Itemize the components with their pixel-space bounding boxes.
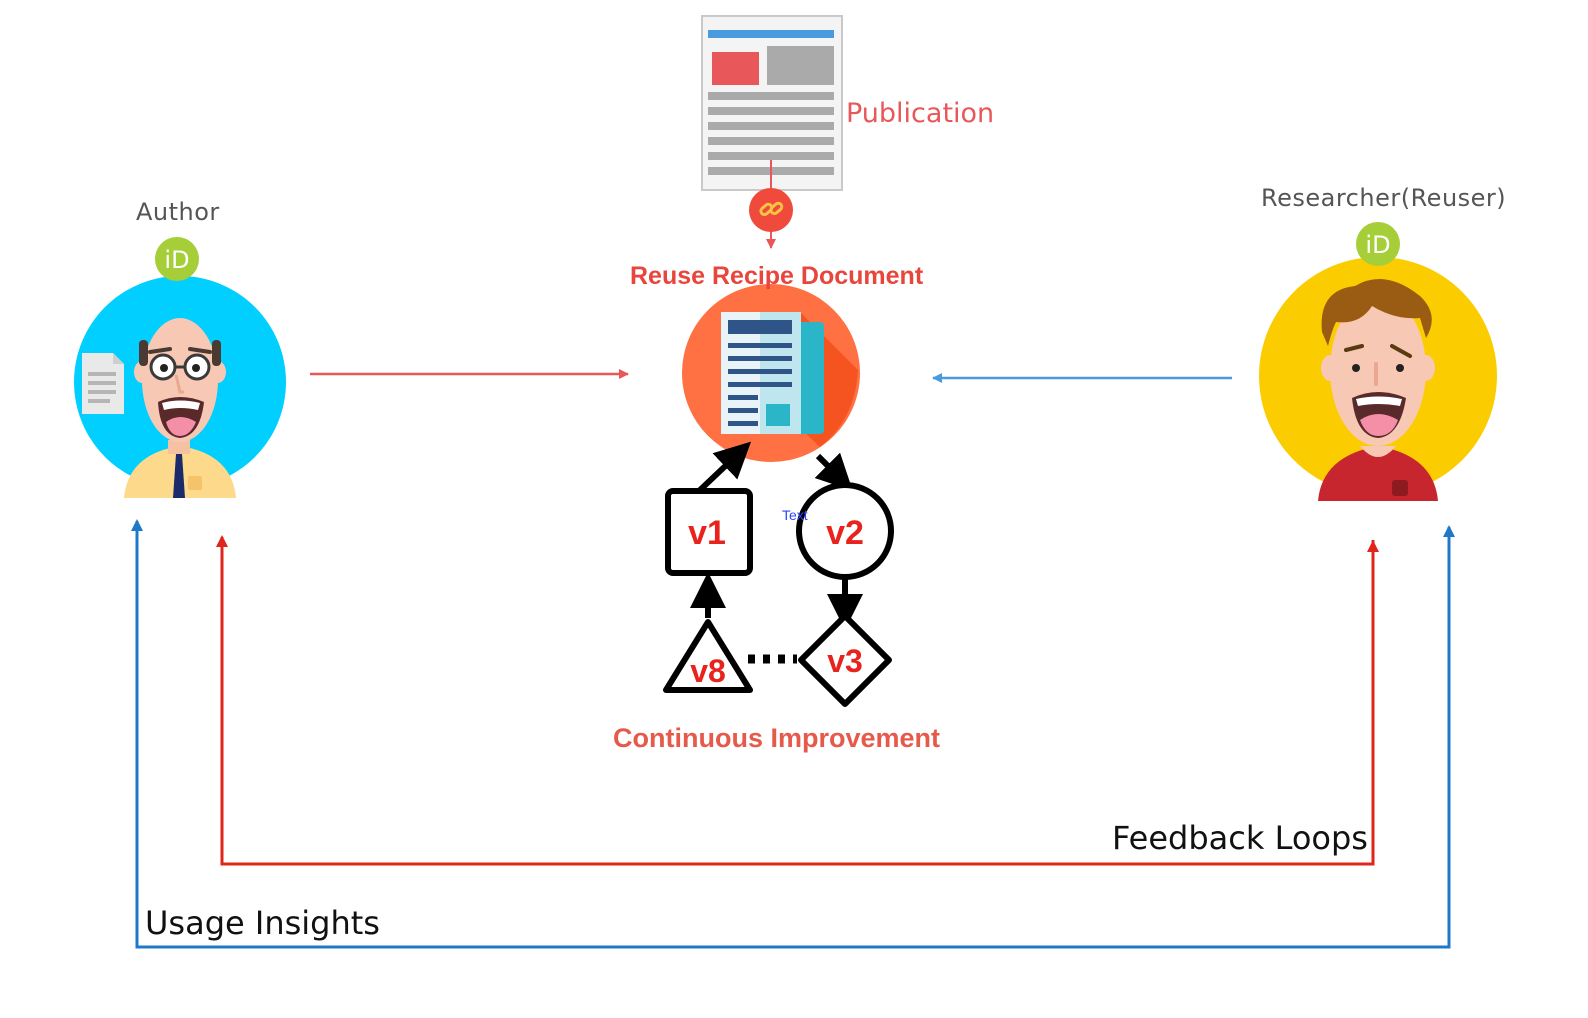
stray-text-label: Text xyxy=(782,507,808,523)
usage-loop-line xyxy=(135,524,1451,949)
continuous-improvement-label: Continuous Improvement xyxy=(613,723,941,753)
version-v3-node: v3 xyxy=(798,613,892,707)
reuser-avatar xyxy=(1259,257,1497,501)
svg-text:iD: iD xyxy=(164,246,189,274)
author-label: Author xyxy=(136,198,220,226)
usage-insights-label: Usage Insights xyxy=(145,904,380,942)
version-v2-node: v2 xyxy=(796,482,894,580)
publication-label: Publication xyxy=(846,98,995,129)
version-v1-node: v1 xyxy=(665,488,753,576)
feedback-loop-line xyxy=(220,540,1375,866)
author-document-icon xyxy=(82,353,124,414)
link-icon xyxy=(749,188,793,232)
author-orcid-icon: iD xyxy=(155,237,199,281)
publication-document-icon xyxy=(701,15,843,191)
version-v8-node: v8 xyxy=(663,619,753,693)
svg-text:iD: iD xyxy=(1365,231,1390,259)
reuser-orcid-icon: iD xyxy=(1356,222,1400,266)
author-tie xyxy=(173,454,185,498)
version-cycle: v1 v2 v3 v8 xyxy=(663,441,894,707)
svg-text:v1: v1 xyxy=(688,514,726,552)
recipe-document-icon xyxy=(682,284,860,462)
svg-text:v8: v8 xyxy=(690,653,726,689)
svg-text:v2: v2 xyxy=(826,514,864,552)
feedback-loops-label: Feedback Loops xyxy=(1112,819,1368,857)
author-avatar xyxy=(74,276,286,498)
recipe-document-label: Reuse Recipe Document xyxy=(630,262,924,290)
reuser-label: Researcher(Reuser) xyxy=(1261,184,1507,212)
reuser-hair xyxy=(1321,278,1432,346)
svg-text:v3: v3 xyxy=(827,643,863,679)
